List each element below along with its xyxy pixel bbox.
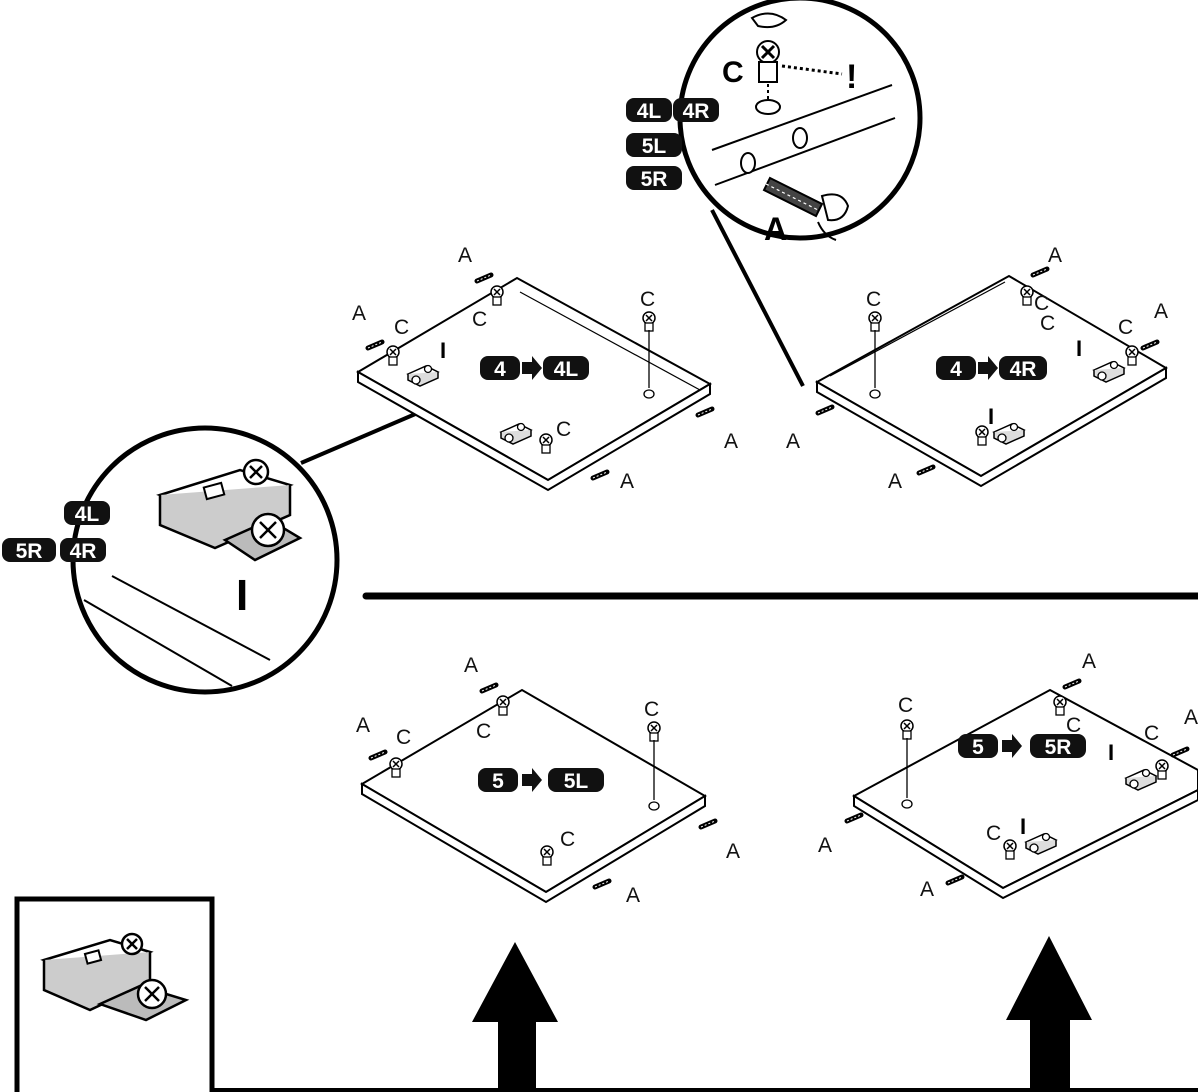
label: C: [476, 720, 491, 743]
label: C: [644, 698, 659, 721]
warning-mark: !: [846, 58, 857, 96]
label: C: [396, 726, 411, 749]
label: C: [1040, 312, 1055, 335]
up-arrow-icon: [1006, 936, 1092, 1092]
panel-4l: 4 4L A A C C C C A A I: [352, 244, 738, 493]
badge: 5R: [16, 540, 43, 563]
up-arrow-icon: [472, 942, 558, 1092]
label: A: [726, 840, 740, 863]
arrow-right-icon: [978, 356, 998, 380]
badge: 4R: [683, 100, 710, 123]
label: C: [986, 822, 1001, 845]
label: C: [898, 694, 913, 717]
label: C: [556, 418, 571, 441]
label: A: [458, 244, 472, 267]
label: I: [1108, 740, 1114, 765]
label: A: [888, 470, 902, 493]
label-i: I: [236, 571, 248, 620]
label-c: C: [722, 56, 744, 89]
label: I: [1020, 814, 1026, 839]
badge-to: 4L: [554, 358, 579, 381]
detail-circle-top: C ! A: [677, 0, 923, 387]
hand-icon: [750, 12, 788, 29]
hinge-plate-icon: [40, 932, 190, 1022]
arrow-right-icon: [522, 356, 542, 380]
badge-from: 4: [950, 358, 962, 381]
label: I: [1076, 336, 1082, 361]
badge-to: 4R: [1010, 358, 1037, 381]
label: A: [1184, 706, 1198, 729]
badge-from: 4: [494, 358, 506, 381]
label: C: [640, 288, 655, 311]
label: A: [464, 654, 478, 677]
label: A: [1082, 650, 1096, 673]
label: I: [988, 404, 994, 429]
panel-5l: 5 5L A A C C C C A A: [356, 654, 740, 907]
panel-4r: 4 4R A A C C C C A A I I: [786, 244, 1168, 493]
badge: 5L: [642, 135, 667, 158]
panel-5r: 5 5R A A C C C C A A I I: [818, 650, 1198, 901]
badge-to: 5L: [564, 770, 589, 793]
label: A: [920, 878, 934, 901]
label: A: [620, 470, 634, 493]
label: A: [786, 430, 800, 453]
badge: 4R: [70, 540, 97, 563]
label: A: [818, 834, 832, 857]
badge-group-left: 4L 5R 4R: [2, 501, 110, 563]
badge: 5R: [641, 168, 668, 191]
dowel-icon: [762, 176, 824, 218]
hinge-plate-icon: [156, 458, 303, 562]
badge-to: 5R: [1045, 736, 1072, 759]
label: A: [626, 884, 640, 907]
arrow-right-icon: [1002, 734, 1022, 758]
detail-circle-left: I: [70, 410, 421, 695]
label: C: [560, 828, 575, 851]
label: C: [1144, 722, 1159, 745]
label: C: [866, 288, 881, 311]
label-a: A: [764, 211, 787, 247]
label: C: [1034, 292, 1049, 315]
label: A: [352, 302, 366, 325]
label: C: [1066, 714, 1081, 737]
label: I: [440, 338, 446, 363]
badge-from: 5: [492, 770, 504, 793]
badge-from: 5: [972, 736, 984, 759]
label: A: [1048, 244, 1062, 267]
label: C: [472, 308, 487, 331]
label: A: [724, 430, 738, 453]
cam-lock-icon: [756, 40, 843, 102]
label: C: [394, 316, 409, 339]
badge-group-top: 4L 4R 5L 5R: [626, 98, 719, 191]
hinge-inset-box: [14, 896, 215, 1092]
label: C: [1118, 316, 1133, 339]
badge: 4L: [637, 100, 662, 123]
label: A: [356, 714, 370, 737]
dowel-hole: [740, 152, 756, 174]
badge: 4L: [75, 503, 100, 526]
arrow-right-icon: [522, 768, 542, 792]
label: A: [1154, 300, 1168, 323]
